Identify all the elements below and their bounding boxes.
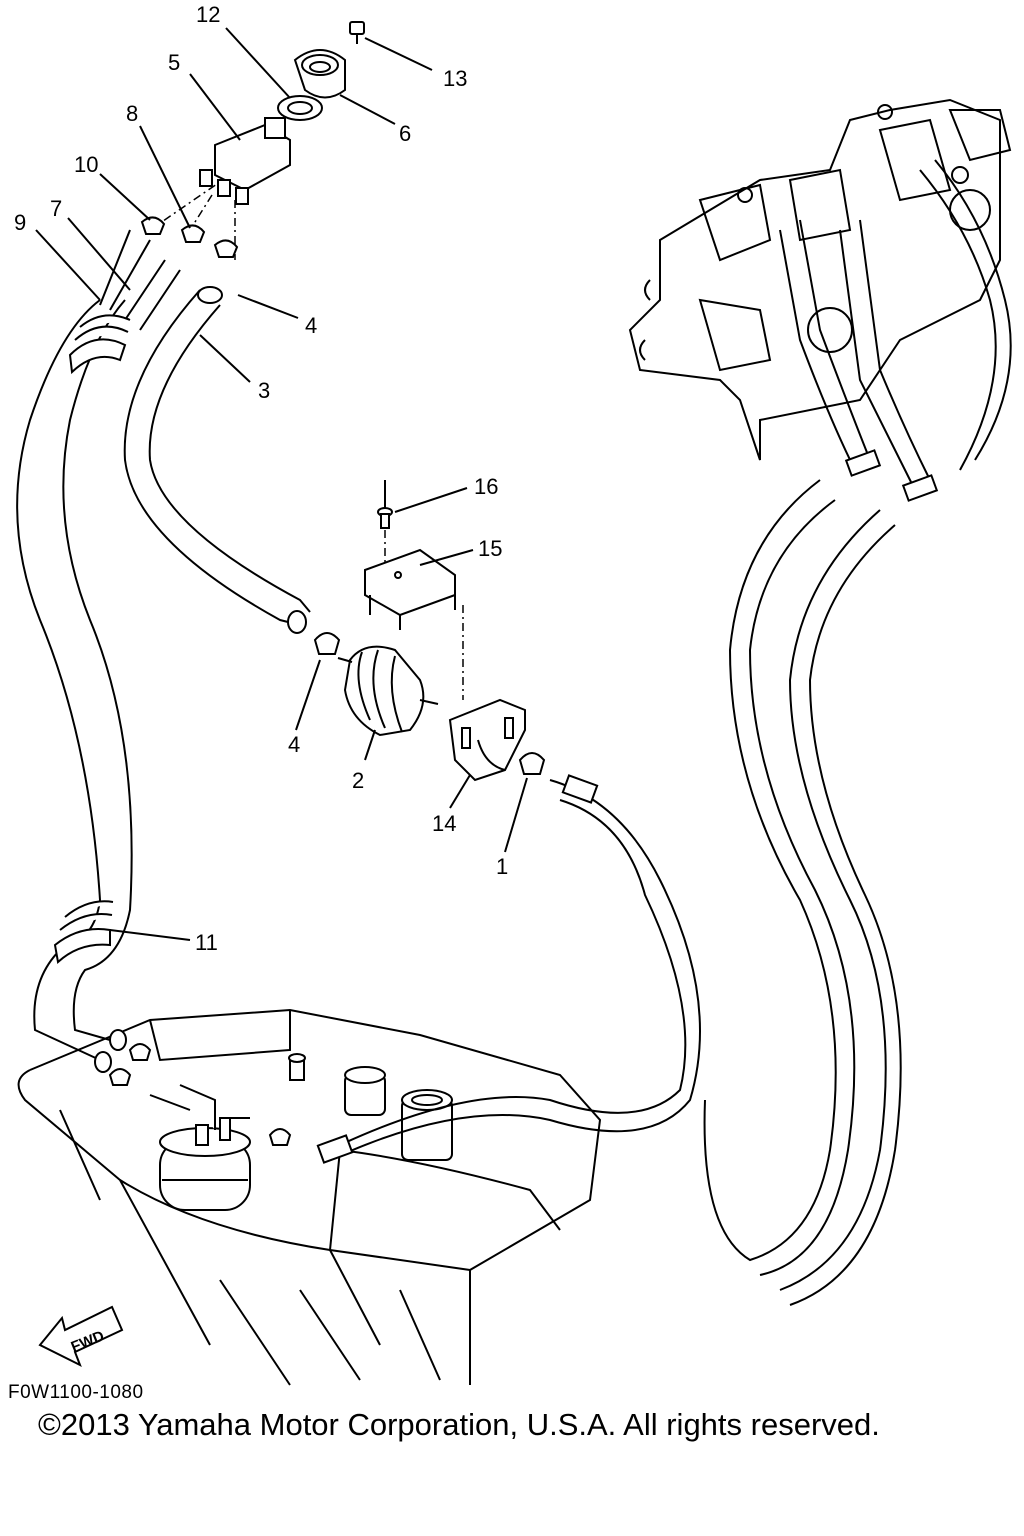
- callout-7: 7: [50, 196, 62, 221]
- callout-5: 5: [168, 50, 180, 75]
- fuel-filter: [337, 645, 439, 737]
- callout-3: 3: [258, 378, 270, 403]
- copyright-notice: ©2013 Yamaha Motor Corporation, U.S.A. A…: [38, 1407, 880, 1442]
- callout-8: 8: [126, 101, 138, 126]
- callout-6: 6: [399, 121, 411, 146]
- callout-10: 10: [74, 152, 98, 177]
- tank-fuel-pickup: [149, 1084, 251, 1211]
- callout-labels: 12 5 13 6 8 10 7 9 4 3 16 15 4 2 14 1 11: [14, 2, 508, 955]
- callout-13: 13: [443, 66, 467, 91]
- bracket-15: [364, 548, 456, 630]
- leader-lines: [35, 27, 528, 941]
- hose-3: [123, 286, 311, 634]
- callout-1: 1: [496, 854, 508, 879]
- callout-2: 2: [352, 768, 364, 793]
- tank-hose-clamps: [108, 1043, 292, 1146]
- bolt-13: [349, 21, 365, 44]
- filter-bracket: [448, 698, 526, 782]
- clamp-4-filter: [313, 632, 341, 655]
- callout-4-top: 4: [305, 313, 317, 338]
- clamp-1: [518, 752, 546, 775]
- hose-sleeve-bottom: [53, 900, 114, 964]
- engine-fuel-hoses: [329, 159, 1012, 1306]
- clamps-valve: [140, 216, 239, 258]
- valve-assembly-5: [199, 117, 291, 205]
- callout-14: 14: [432, 811, 456, 836]
- cap-6: [293, 49, 346, 99]
- fwd-arrow-icon: FWD: [38, 1305, 124, 1368]
- callout-12: 12: [196, 2, 220, 27]
- hose-sleeve-top: [68, 314, 131, 375]
- rivet-16: [377, 480, 393, 529]
- reference-code: F0W1100-1080: [8, 1382, 144, 1403]
- seal-12: [277, 95, 323, 121]
- callout-9: 9: [14, 210, 26, 235]
- hose-joints: [316, 449, 939, 1164]
- callout-16: 16: [474, 474, 498, 499]
- callout-4-filter: 4: [288, 732, 300, 757]
- hose-ends-tank: [94, 1029, 127, 1073]
- tank-filler-necks: [288, 1053, 453, 1161]
- callout-11: 11: [195, 930, 218, 955]
- callout-15: 15: [478, 536, 502, 561]
- engine-block: [628, 98, 1012, 461]
- hull-outline: [17, 1008, 602, 1386]
